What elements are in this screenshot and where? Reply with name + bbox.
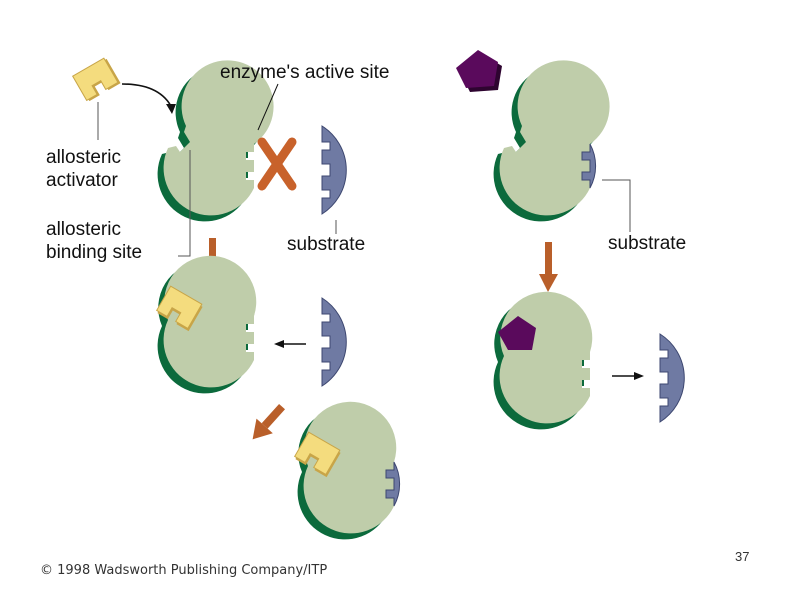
enzyme-inhibited — [493, 291, 593, 430]
step-arrow-2 — [252, 403, 286, 440]
enzyme-substrate-complex — [493, 60, 610, 222]
bound-activator — [293, 431, 341, 478]
activator-curve-arrow — [121, 83, 173, 109]
enzyme-substrate-complex — [297, 401, 401, 540]
binding-site-leader — [178, 150, 191, 257]
bound-activator — [155, 285, 203, 332]
substrate-release-arrow — [612, 372, 644, 380]
enzyme-inactive — [157, 60, 274, 222]
label-allosteric-activator-line2: activator — [46, 170, 118, 191]
allosteric-inhibitor — [456, 50, 502, 92]
slide-number: 37 — [735, 549, 750, 564]
allosteric-activator — [71, 57, 121, 102]
label-allosteric-activator-line1: allosteric — [46, 147, 121, 168]
label-substrate-left: substrate — [287, 234, 365, 255]
step-arrow-3 — [539, 242, 558, 292]
copyright-notice: © 1998 Wadsworth Publishing Company/ITP — [40, 563, 328, 578]
active-site-pointer — [257, 83, 279, 131]
substrate-approach-arrow — [274, 340, 306, 348]
substrate-shape — [321, 297, 347, 387]
substrate-shape — [659, 333, 685, 423]
substrate-leader-right — [602, 179, 631, 232]
activator-arrowhead — [166, 104, 176, 114]
label-allosteric-binding-site-line2: binding site — [46, 242, 142, 263]
label-substrate-right: substrate — [608, 233, 686, 254]
bound-inhibitor — [498, 316, 536, 350]
label-enzyme-active-site: enzyme's active site — [220, 62, 389, 83]
enzyme-activated — [157, 255, 257, 394]
blocked-mark-icon — [257, 137, 297, 191]
label-allosteric-binding-site-line1: allosteric — [46, 219, 121, 240]
substrate-shape — [321, 125, 347, 215]
